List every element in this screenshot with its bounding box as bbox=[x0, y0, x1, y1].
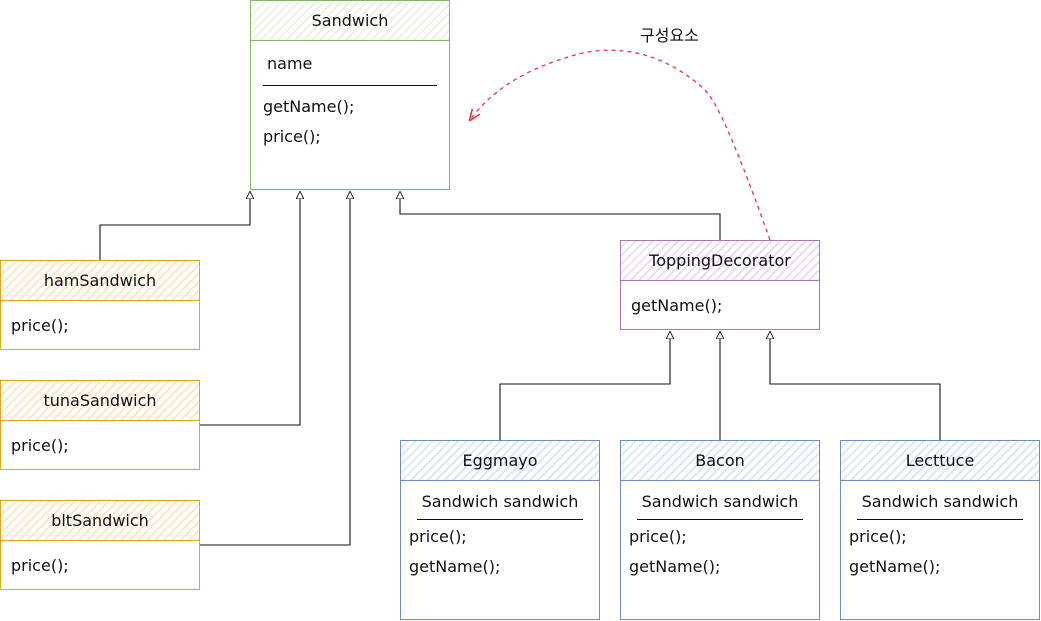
inherit-arrow-decorator bbox=[400, 192, 721, 240]
sandwich-method-getname: getName(); bbox=[263, 97, 355, 116]
eggmayo-field: Sandwich sandwich bbox=[421, 492, 579, 511]
eggmayo-method-getname: getName(); bbox=[409, 557, 501, 576]
sandwich-field-name: name bbox=[267, 54, 313, 73]
divider bbox=[857, 519, 1023, 520]
bacon-title: Bacon bbox=[621, 441, 819, 481]
bacon-class[interactable]: Bacon Sandwich sandwich price(); getName… bbox=[620, 440, 820, 620]
lecttuce-title: Lecttuce bbox=[841, 441, 1039, 481]
blt-sandwich-class[interactable]: bltSandwich price(); bbox=[0, 500, 200, 590]
divider bbox=[263, 85, 437, 86]
inherit-arrow-lecttuce bbox=[770, 332, 941, 440]
bacon-method-getname: getName(); bbox=[629, 557, 721, 576]
lecttuce-class[interactable]: Lecttuce Sandwich sandwich price(); getN… bbox=[840, 440, 1040, 620]
composition-label: 구성요소 bbox=[640, 26, 699, 45]
ham-sandwich-method-price: price(); bbox=[11, 316, 69, 335]
tuna-sandwich-method-price: price(); bbox=[11, 436, 69, 455]
eggmayo-class[interactable]: Eggmayo Sandwich sandwich price(); getNa… bbox=[400, 440, 600, 620]
inherit-arrow-ham bbox=[99, 192, 250, 260]
lecttuce-field: Sandwich sandwich bbox=[861, 492, 1019, 511]
inherit-arrow-blt bbox=[200, 192, 350, 546]
eggmayo-method-price: price(); bbox=[409, 527, 467, 546]
inherit-arrow-tuna bbox=[200, 192, 300, 426]
tuna-sandwich-class[interactable]: tunaSandwich price(); bbox=[0, 380, 200, 470]
topping-decorator-class[interactable]: ToppingDecorator getName(); bbox=[620, 240, 820, 330]
blt-sandwich-title: bltSandwich bbox=[1, 501, 199, 541]
topping-decorator-method-getname: getName(); bbox=[631, 296, 723, 315]
composition-arrow bbox=[470, 49, 771, 241]
sandwich-method-price: price(); bbox=[263, 127, 321, 146]
sandwich-class[interactable]: Sandwich name getName(); price(); bbox=[250, 0, 450, 190]
sandwich-class-title: Sandwich bbox=[251, 1, 449, 41]
topping-decorator-title: ToppingDecorator bbox=[621, 241, 819, 281]
inherit-arrow-eggmayo bbox=[499, 332, 670, 440]
divider bbox=[417, 519, 583, 520]
blt-sandwich-method-price: price(); bbox=[11, 556, 69, 575]
lecttuce-method-price: price(); bbox=[849, 527, 907, 546]
bacon-field: Sandwich sandwich bbox=[641, 492, 799, 511]
ham-sandwich-class[interactable]: hamSandwich price(); bbox=[0, 260, 200, 350]
bacon-method-price: price(); bbox=[629, 527, 687, 546]
divider bbox=[637, 519, 803, 520]
ham-sandwich-title: hamSandwich bbox=[1, 261, 199, 301]
lecttuce-method-getname: getName(); bbox=[849, 557, 941, 576]
tuna-sandwich-title: tunaSandwich bbox=[1, 381, 199, 421]
eggmayo-title: Eggmayo bbox=[401, 441, 599, 481]
